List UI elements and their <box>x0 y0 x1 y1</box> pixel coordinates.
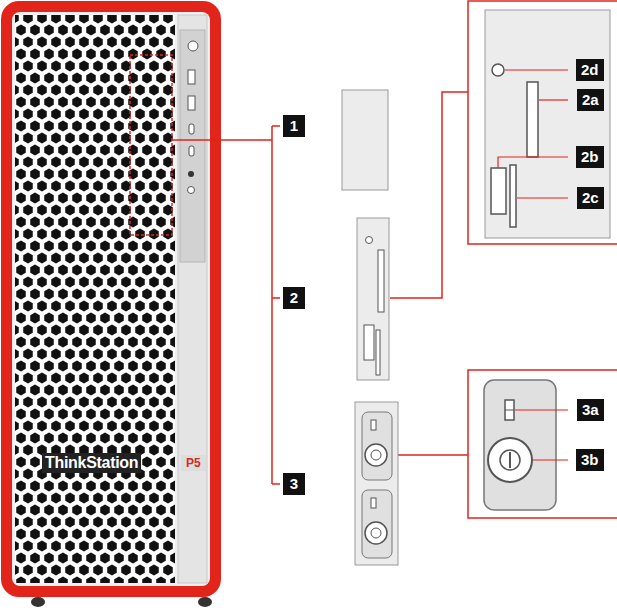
lock-module <box>362 490 392 558</box>
housing <box>1 1 221 597</box>
indicator <box>366 237 373 244</box>
front-bezel <box>12 12 210 586</box>
card-slot <box>378 250 384 312</box>
leader-line <box>539 99 568 100</box>
card-reader-zoom <box>485 10 610 238</box>
card-slot <box>491 168 506 214</box>
leader-line <box>505 69 568 70</box>
key-lock <box>371 450 381 460</box>
callout-number: 2b <box>576 146 604 168</box>
tower <box>1 1 221 607</box>
leader-line <box>271 126 273 484</box>
usb-port <box>188 96 195 110</box>
panel <box>357 218 389 380</box>
switch <box>371 498 376 508</box>
highlight-box <box>130 55 172 235</box>
key-slot <box>509 452 511 468</box>
card-slot <box>376 330 380 375</box>
foot <box>198 597 212 607</box>
lock-panel <box>355 402 398 565</box>
power-button <box>188 41 198 51</box>
usb-c-port <box>189 146 194 156</box>
blank-bay-cover <box>342 90 388 190</box>
zoom-frame <box>468 1 617 244</box>
foot <box>31 597 45 607</box>
model-name: P5 <box>181 455 206 471</box>
leader-line <box>272 483 280 485</box>
callout-number: 3a <box>577 399 604 421</box>
card-slot <box>364 325 374 360</box>
leader-line <box>398 454 468 456</box>
leader-line <box>517 197 568 198</box>
card-reader-panel <box>357 218 389 380</box>
card-slot <box>510 165 516 227</box>
brand-name: ThinkStation <box>42 453 141 473</box>
callout-number: 2c <box>577 187 604 209</box>
callout-number: 2d <box>576 59 604 81</box>
callout-number: 2a <box>577 89 604 111</box>
audio-jack <box>188 171 194 177</box>
usb-port <box>188 70 195 84</box>
leader-line <box>272 297 280 299</box>
switch <box>505 400 514 420</box>
leader-line <box>533 459 568 460</box>
audio-jack <box>188 187 195 194</box>
switch <box>371 420 376 430</box>
key-lock <box>500 450 520 470</box>
leader-line <box>515 409 568 410</box>
key-lock <box>371 528 381 538</box>
leader-line <box>172 139 272 141</box>
leader-line <box>498 157 568 168</box>
grille <box>15 15 175 583</box>
leader-line <box>272 125 280 127</box>
callout-number: 1 <box>283 115 305 137</box>
card-slot <box>527 82 538 157</box>
usb-c-port <box>189 124 194 134</box>
key-lock <box>488 438 532 482</box>
switch <box>505 410 514 411</box>
key-lock <box>365 522 387 544</box>
panel <box>355 402 398 565</box>
key-lock <box>365 444 387 466</box>
panel <box>485 10 610 238</box>
lock-zoom <box>484 380 568 510</box>
callout-number: 3b <box>576 449 604 471</box>
indicator <box>492 64 504 76</box>
io-panel <box>180 30 205 262</box>
lock-module <box>484 380 556 510</box>
front-strip <box>178 15 207 583</box>
callout-number: 2 <box>283 287 305 309</box>
leader-line <box>390 92 468 298</box>
lock-module <box>362 412 392 480</box>
callout-number: 3 <box>283 473 305 495</box>
zoom-frame <box>468 370 617 518</box>
